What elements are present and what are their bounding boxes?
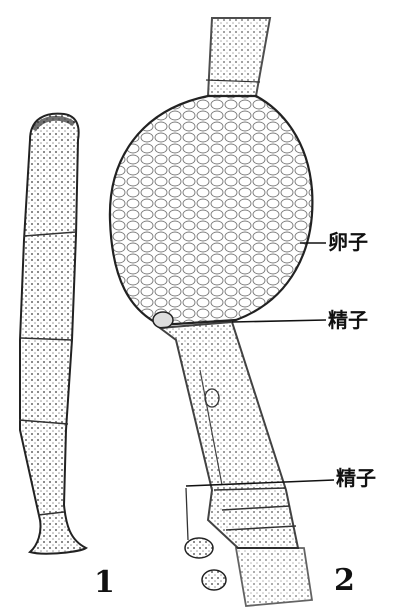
panel-number-2: 2 — [334, 566, 355, 596]
oogonium-specimen-2 — [110, 18, 312, 606]
filament-specimen-1 — [19, 114, 86, 554]
panel-number-1: 1 — [94, 568, 115, 598]
egg-label: 卵子 — [328, 232, 368, 252]
sperm-upper-leader-line — [232, 320, 326, 322]
sperm-upper-label: 精子 — [328, 310, 368, 330]
sperm-lower-label: 精子 — [336, 468, 376, 488]
